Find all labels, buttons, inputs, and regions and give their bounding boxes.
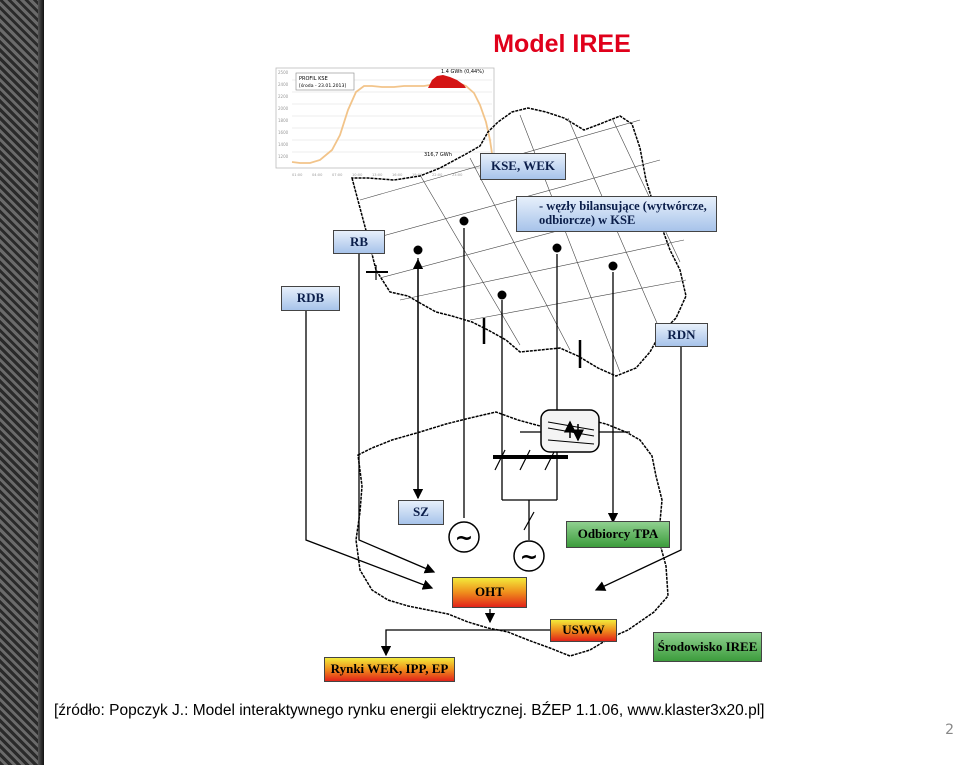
svg-text:19:00: 19:00 [412, 173, 423, 177]
svg-text:2500: 2500 [278, 70, 289, 75]
bus-bar [366, 265, 582, 531]
svg-text:~: ~ [520, 545, 538, 570]
svg-text:04:00: 04:00 [312, 173, 323, 177]
chart-peak-label: 1.4 GWh (0,44%) [441, 69, 484, 75]
chart-legend-line2: [środa - 23.01.2013] [299, 82, 346, 89]
chart-legend-line1: PROFIL KSE [299, 76, 328, 82]
svg-text:16:00: 16:00 [392, 173, 403, 177]
svg-text:2000: 2000 [278, 106, 289, 111]
svg-text:13:00: 13:00 [372, 173, 383, 177]
side-stripe [0, 0, 44, 765]
odbiorcy-tpa-box: Odbiorcy TPA [566, 521, 670, 548]
usww-box: USWW [550, 619, 617, 642]
sz-box: SZ [398, 500, 444, 525]
svg-text:1800: 1800 [278, 118, 289, 123]
svg-text:2400: 2400 [278, 82, 289, 87]
kse-wek-box: KSE, WEK [480, 153, 566, 180]
rdb-box: RDB [281, 286, 340, 311]
generator-2: ~ [513, 540, 545, 572]
rynki-box: Rynki WEK, IPP, EP [324, 657, 455, 682]
svg-text:1200: 1200 [278, 154, 289, 159]
source-citation: [źródło: Popczyk J.: Model interaktywneg… [54, 702, 765, 719]
svg-text:1400: 1400 [278, 142, 289, 147]
node-legend-box: - węzły bilansujące (wytwórcze, odbiorcz… [516, 196, 717, 232]
node-dot [497, 290, 507, 300]
node-dot [459, 216, 469, 226]
oht-box: OHT [452, 577, 527, 608]
svg-text:~: ~ [455, 526, 473, 551]
svg-text:01:00: 01:00 [292, 173, 303, 177]
srodowisko-iree-box: Środowisko IREE [653, 632, 762, 662]
page-title: Model IREE [493, 30, 631, 58]
node-legend-text: - węzły bilansujące (wytwórcze, odbiorcz… [539, 199, 707, 227]
svg-text:22:00: 22:00 [432, 173, 443, 177]
rdn-box: RDN [655, 323, 708, 347]
svg-text:10:00: 10:00 [352, 173, 363, 177]
svg-text:1600: 1600 [278, 130, 289, 135]
lower-map [355, 411, 669, 657]
node-dot [552, 243, 562, 253]
page-number: 2 [945, 722, 954, 738]
upper-map [351, 107, 687, 377]
svg-text:23:00: 23:00 [452, 173, 463, 177]
node-dot [413, 245, 423, 255]
node-dot [608, 261, 618, 271]
svg-text:2200: 2200 [278, 94, 289, 99]
svg-text:07:00: 07:00 [332, 173, 343, 177]
rb-box: RB [333, 230, 385, 254]
converter-block [520, 409, 630, 453]
load-profile-chart: 2500 2400 2200 2000 1800 1600 1400 1200 PROFI… [275, 67, 495, 177]
generator-1: ~ [448, 521, 480, 553]
chart-base-label: 316,7 GWh [424, 152, 452, 158]
